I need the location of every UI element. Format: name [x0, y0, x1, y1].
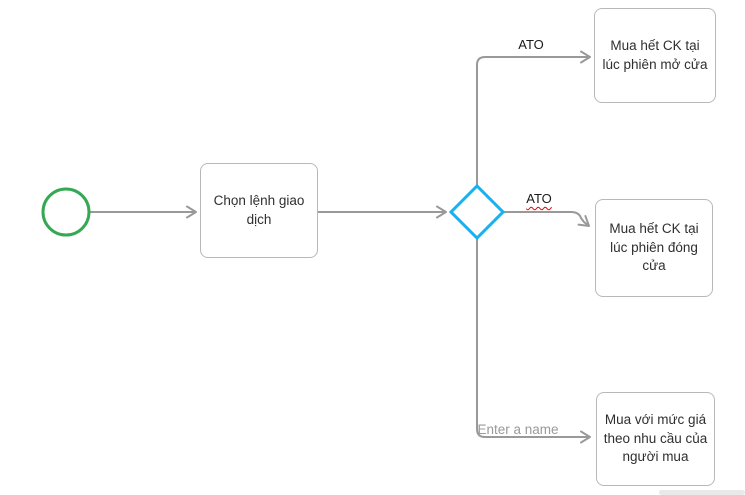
connector-gateway-to-open[interactable]	[476, 50, 591, 186]
horizontal-scrollbar-thumb[interactable]	[659, 490, 745, 495]
start-event-circle[interactable]	[41, 187, 91, 237]
edge-label-ato-close[interactable]: ATO	[526, 191, 552, 206]
node-buy-at-close[interactable]: Mua hết CK tại lúc phiên đóng cửa	[595, 199, 713, 297]
node-buy-at-open[interactable]: Mua hết CK tại lúc phiên mở cửa	[594, 8, 716, 103]
node-buy-custom-price[interactable]: Mua với mức giá theo nhu cầu của người m…	[596, 392, 715, 486]
node-choose-order[interactable]: Chọn lệnh giao dịch	[200, 163, 318, 258]
connector-gateway-to-custom[interactable]	[476, 238, 591, 444]
node-buy-at-open-label: Mua hết CK tại lúc phiên mở cửa	[602, 37, 708, 72]
edge-label-ato-open[interactable]: ATO	[518, 37, 544, 52]
node-choose-order-label: Chọn lệnh giao dịch	[213, 192, 305, 227]
node-buy-at-close-label: Mua hết CK tại lúc phiên đóng cửa	[609, 221, 699, 274]
node-buy-custom-price-label: Mua với mức giá theo nhu cầu của người m…	[603, 412, 708, 465]
edge-label-enter-a-name[interactable]: Enter a name	[477, 422, 559, 437]
decision-gateway-diamond[interactable]	[448, 183, 506, 241]
connector-gateway-to-close[interactable]	[503, 211, 590, 227]
